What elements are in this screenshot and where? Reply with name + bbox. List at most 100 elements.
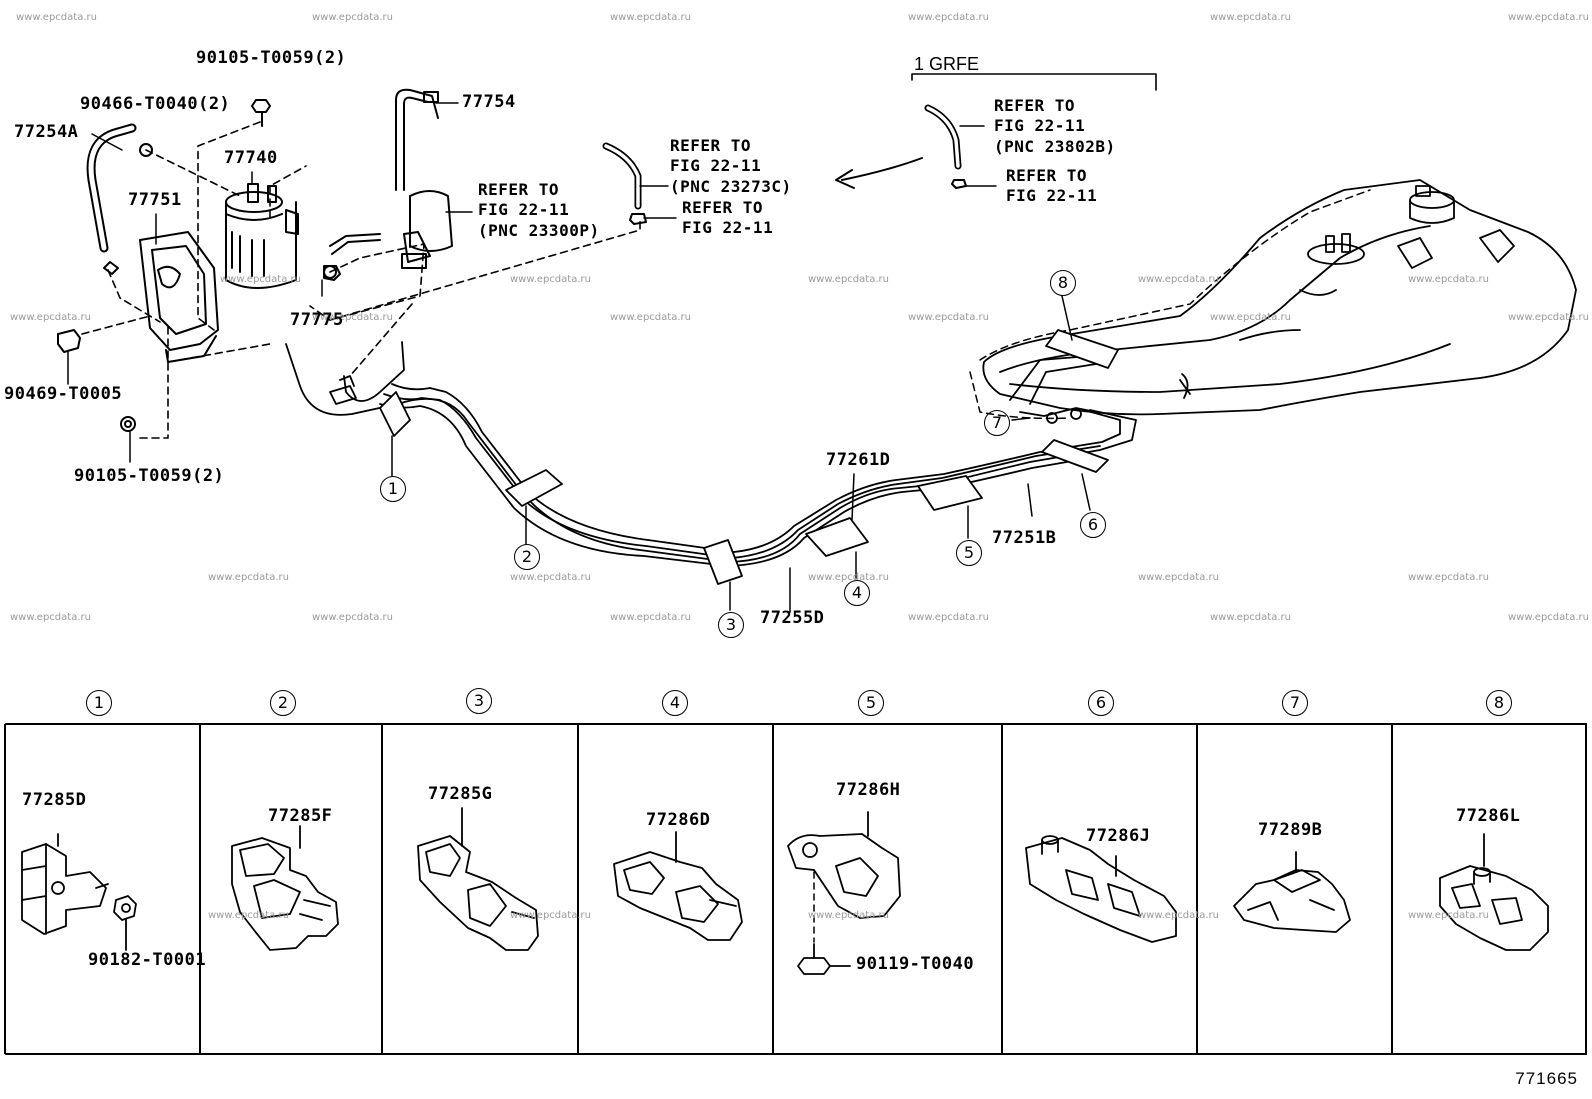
refer-fig-23300P[interactable]: REFER TO FIG 22-11 (PNC 23300P) xyxy=(478,180,600,240)
callout-2[interactable]: 2 xyxy=(514,544,540,570)
panel-callout-3[interactable]: 3 xyxy=(466,688,492,714)
clamp-77286H xyxy=(787,811,901,919)
bolt-90119 xyxy=(797,943,851,975)
part-label-77754[interactable]: 77754 xyxy=(462,92,516,112)
part-label-90105-bottom[interactable]: 90105-T0059(2) xyxy=(74,466,225,486)
watermark: www.epcdata.ru xyxy=(312,612,393,623)
panel-callout-6[interactable]: 6 xyxy=(1088,690,1114,716)
watermark: www.epcdata.ru xyxy=(1138,910,1219,921)
panel-divider xyxy=(1196,724,1198,1054)
callout-8[interactable]: 8 xyxy=(1050,270,1076,296)
clamp-77285G xyxy=(417,807,539,951)
part-label-77775[interactable]: 77775 xyxy=(290,310,344,330)
watermark: www.epcdata.ru xyxy=(312,312,393,323)
figure-number: 771665 xyxy=(1515,1069,1578,1088)
watermark: www.epcdata.ru xyxy=(208,910,289,921)
part-label-90469[interactable]: 90469-T0005 xyxy=(4,384,123,404)
panel-callout-2[interactable]: 2 xyxy=(270,690,296,716)
variant-label-1grfe: 1 GRFE xyxy=(914,54,980,74)
callout-7[interactable]: 7 xyxy=(984,410,1010,436)
panel-callout-7[interactable]: 7 xyxy=(1282,690,1308,716)
watermark: www.epcdata.ru xyxy=(16,12,97,23)
part-label-90105-top[interactable]: 90105-T0059(2) xyxy=(196,48,347,68)
part-label-90466[interactable]: 90466-T0040(2) xyxy=(80,94,231,114)
clamp-77285F xyxy=(231,825,339,951)
watermark: www.epcdata.ru xyxy=(610,612,691,623)
part-label-77255D[interactable]: 77255D xyxy=(760,608,825,628)
panel-callout-4[interactable]: 4 xyxy=(662,690,688,716)
watermark: www.epcdata.ru xyxy=(908,612,989,623)
callout-6[interactable]: 6 xyxy=(1080,512,1106,538)
panel-divider xyxy=(1001,724,1003,1054)
watermark: www.epcdata.ru xyxy=(1508,612,1589,623)
nut-90182 xyxy=(113,895,137,951)
watermark: www.epcdata.ru xyxy=(1138,572,1219,583)
panel-divider xyxy=(1391,724,1393,1054)
bracket-77751 xyxy=(139,231,219,351)
watermark: www.epcdata.ru xyxy=(1210,312,1291,323)
part-label-77285G[interactable]: 77285G xyxy=(428,784,493,804)
clamp-77286J xyxy=(1025,835,1177,943)
panel-divider xyxy=(4,724,6,1054)
part-label-77286H[interactable]: 77286H xyxy=(836,780,901,800)
watermark: www.epcdata.ru xyxy=(220,274,301,285)
watermark: www.epcdata.ru xyxy=(610,12,691,23)
part-label-77251B[interactable]: 77251B xyxy=(992,528,1057,548)
callout-5[interactable]: 5 xyxy=(956,540,982,566)
panel-divider xyxy=(772,724,774,1054)
callout-3[interactable]: 3 xyxy=(718,612,744,638)
watermark: www.epcdata.ru xyxy=(208,572,289,583)
panel-callout-8[interactable]: 8 xyxy=(1486,690,1512,716)
refer-fig-23802B[interactable]: REFER TO FIG 22-11 (PNC 23802B) xyxy=(994,96,1116,156)
panel-divider xyxy=(199,724,201,1054)
vsv-77775 xyxy=(323,190,453,281)
watermark: www.epcdata.ru xyxy=(510,910,591,921)
clamp-77289B xyxy=(1233,851,1351,933)
clamp-77286L xyxy=(1439,833,1549,951)
clamp-77286D xyxy=(613,831,743,941)
watermark: www.epcdata.ru xyxy=(1138,274,1219,285)
clip-90469 xyxy=(57,329,81,353)
panel-divider xyxy=(381,724,383,1054)
part-label-90119[interactable]: 90119-T0040 xyxy=(856,954,975,974)
watermark: www.epcdata.ru xyxy=(1408,572,1489,583)
clamp-77285D xyxy=(21,833,109,935)
panel-divider xyxy=(577,724,579,1054)
watermark: www.epcdata.ru xyxy=(510,572,591,583)
refer-fig-right[interactable]: REFER TO FIG 22-11 xyxy=(1006,166,1098,206)
callout-1[interactable]: 1 xyxy=(380,476,406,502)
watermark: www.epcdata.ru xyxy=(1408,910,1489,921)
watermark: www.epcdata.ru xyxy=(808,274,889,285)
part-label-77286J[interactable]: 77286J xyxy=(1086,826,1151,846)
watermark: www.epcdata.ru xyxy=(10,612,91,623)
watermark: www.epcdata.ru xyxy=(1508,312,1589,323)
part-label-77285D[interactable]: 77285D xyxy=(22,790,87,810)
part-label-90182[interactable]: 90182-T0001 xyxy=(88,950,207,970)
part-label-77254A[interactable]: 77254A xyxy=(14,122,79,142)
panel-callout-5[interactable]: 5 xyxy=(858,690,884,716)
refer-fig-mid[interactable]: REFER TO FIG 22-11 xyxy=(682,198,774,238)
part-label-77286D[interactable]: 77286D xyxy=(646,810,711,830)
watermark: www.epcdata.ru xyxy=(1408,274,1489,285)
watermark: www.epcdata.ru xyxy=(610,312,691,323)
part-label-77289B[interactable]: 77289B xyxy=(1258,820,1323,840)
part-label-77751[interactable]: 77751 xyxy=(128,190,182,210)
watermark: www.epcdata.ru xyxy=(312,12,393,23)
watermark: www.epcdata.ru xyxy=(908,312,989,323)
hose-77754 xyxy=(395,88,439,191)
refer-fig-23273C[interactable]: REFER TO FIG 22-11 (PNC 23273C) xyxy=(670,136,792,196)
panel-callout-1[interactable]: 1 xyxy=(86,690,112,716)
watermark: www.epcdata.ru xyxy=(1210,612,1291,623)
part-label-77261D[interactable]: 77261D xyxy=(826,450,891,470)
canister-77740 xyxy=(225,183,299,289)
part-label-77740[interactable]: 77740 xyxy=(224,148,278,168)
watermark: www.epcdata.ru xyxy=(1210,12,1291,23)
part-label-77285F[interactable]: 77285F xyxy=(268,806,333,826)
watermark: www.epcdata.ru xyxy=(1508,12,1589,23)
callout-4[interactable]: 4 xyxy=(844,580,870,606)
fuel-tank-assy xyxy=(982,179,1577,416)
watermark: www.epcdata.ru xyxy=(510,274,591,285)
watermark: www.epcdata.ru xyxy=(10,312,91,323)
part-label-77286L[interactable]: 77286L xyxy=(1456,806,1521,826)
